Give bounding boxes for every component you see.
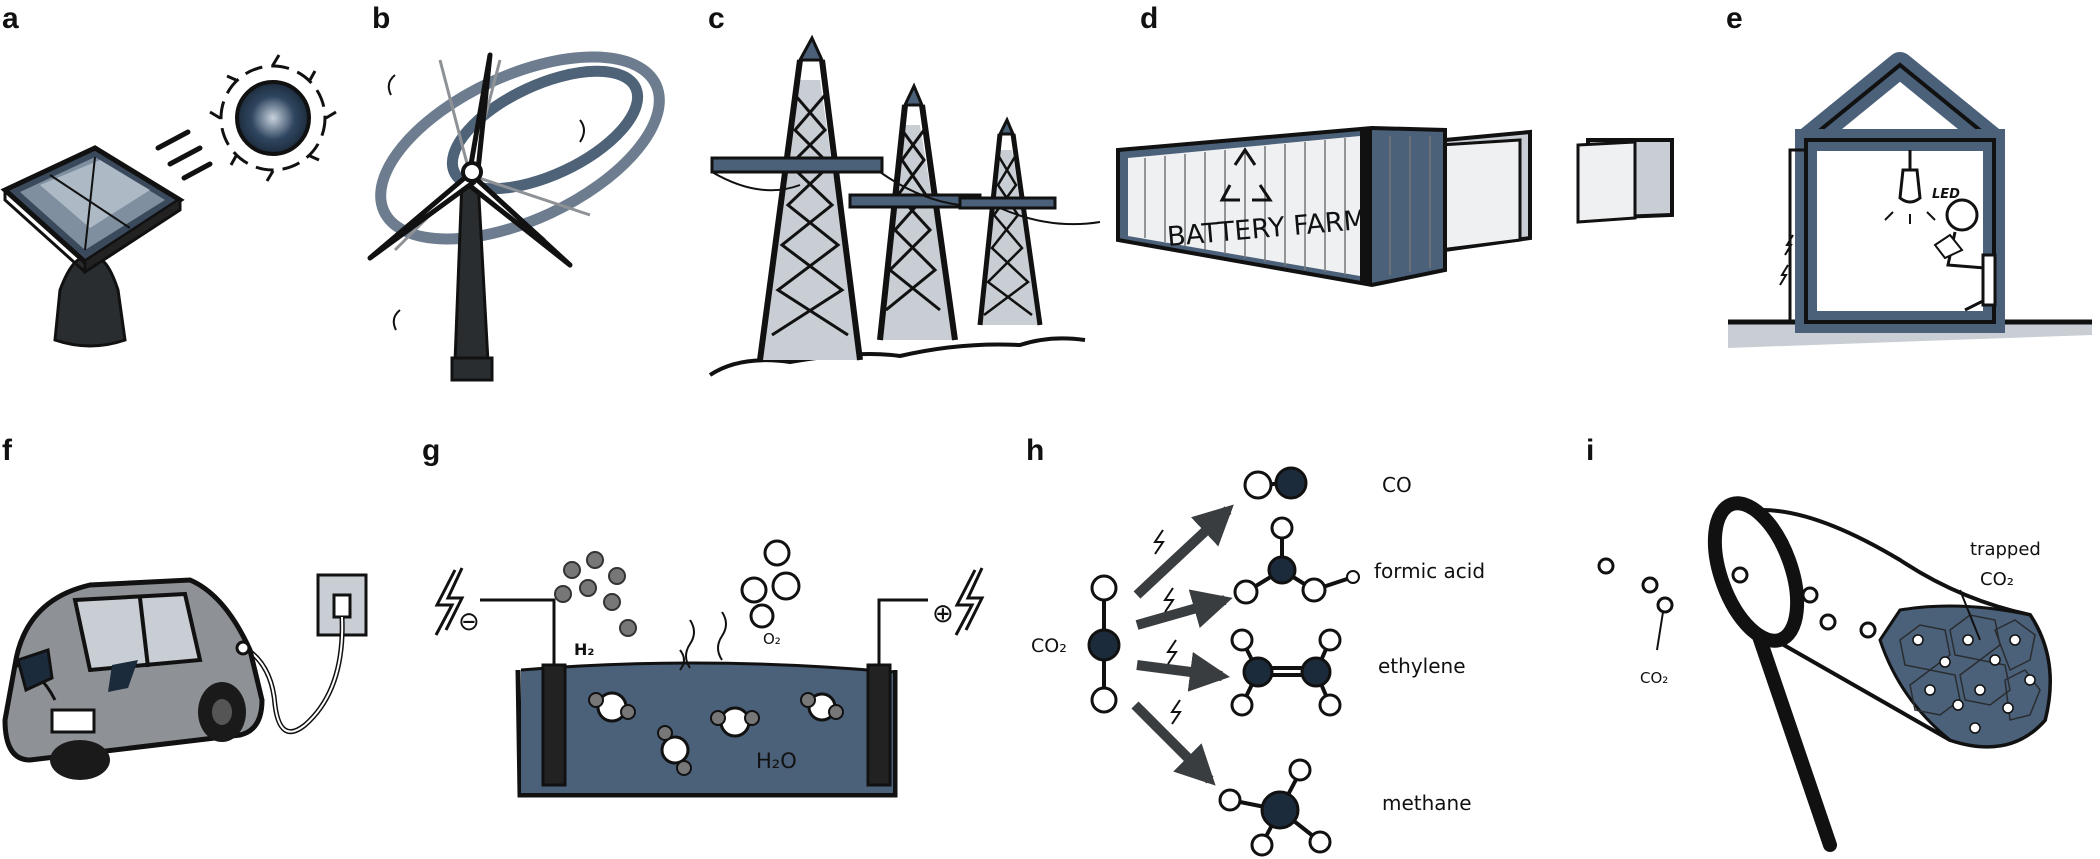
panel-label-f: f: [2, 434, 12, 467]
water-label: H₂O: [756, 749, 797, 773]
co2-conversion-illustration: [1087, 466, 1360, 857]
free-co2-label: CO₂: [1640, 669, 1668, 687]
product-label-formic-acid: formic acid: [1374, 559, 1485, 583]
trapped-co2-label-line2: CO₂: [1980, 569, 2014, 590]
electrolysis-illustration: [434, 539, 985, 798]
panel-label-e: e: [1726, 2, 1743, 35]
panel-label-c: c: [708, 2, 725, 35]
co2-reactant-label: CO₂: [1031, 635, 1067, 657]
house-illustration: [1728, 52, 2092, 348]
h2-label: H₂: [574, 640, 594, 659]
product-label-methane: methane: [1382, 791, 1472, 815]
o2-label: O₂: [763, 630, 781, 648]
anode-plus-sign: ⊕: [932, 599, 954, 629]
panel-label-i: i: [1586, 434, 1595, 467]
panel-label-a: a: [2, 2, 19, 35]
cathode-minus-sign: ⊖: [458, 607, 480, 637]
trapped-co2-label-line1: trapped: [1970, 539, 2041, 560]
panel-label-h: h: [1026, 434, 1045, 467]
co2-capture-net-illustration: [1597, 496, 2052, 852]
power-lines-illustration: [708, 34, 1101, 377]
electric-car-illustration: [2, 573, 368, 780]
product-label-ethylene: ethylene: [1378, 654, 1466, 678]
wind-turbine-illustration: [367, 51, 665, 382]
solar-panel-illustration: [0, 145, 185, 348]
led-label: LED: [1932, 187, 1960, 202]
panel-label-b: b: [372, 2, 391, 35]
product-label-co: CO: [1382, 473, 1412, 497]
sun-icon: [155, 54, 337, 182]
battery-farm-illustration: [1116, 125, 1674, 288]
panel-label-g: g: [422, 434, 441, 467]
panel-label-d: d: [1140, 2, 1159, 35]
